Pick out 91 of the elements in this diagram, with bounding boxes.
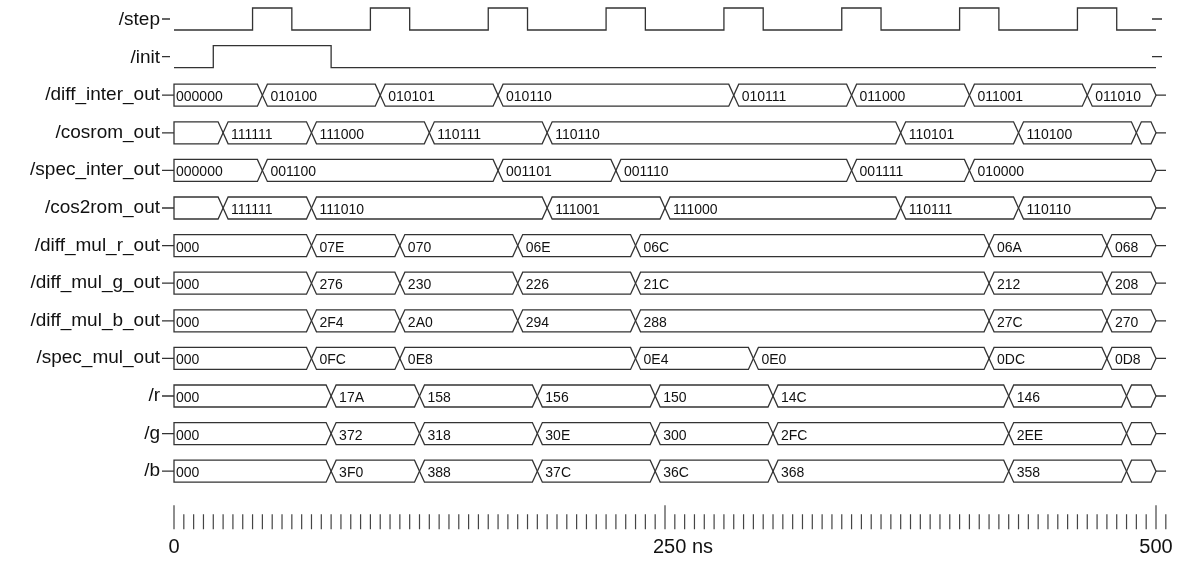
bus-value: 37C <box>545 464 571 481</box>
bus-value: 226 <box>525 276 550 293</box>
bus-value: 010110 <box>506 88 552 105</box>
bus-value: 001111 <box>859 163 904 180</box>
bus-value: 2F4 <box>319 313 344 330</box>
bus-value: 230 <box>407 276 432 293</box>
bus-value: 000000 <box>176 88 223 105</box>
bus-value: 156 <box>545 389 569 405</box>
bus-value: 000 <box>176 276 200 293</box>
bus-value: 150 <box>663 389 687 405</box>
bus-value: 06A <box>997 238 1022 255</box>
bus-value: 111000 <box>319 125 365 142</box>
bus-value: 001110 <box>623 163 669 180</box>
bus-value: 0E8 <box>407 351 433 368</box>
signal-name: /diff_inter_out <box>45 84 160 105</box>
bus-value: 388 <box>427 464 451 481</box>
bus-value: 0FC <box>319 351 346 368</box>
bus-value: 000 <box>176 426 200 443</box>
bus-value: 372 <box>339 426 363 443</box>
bus-value: 21C <box>643 276 670 293</box>
bus-value: 270 <box>1114 313 1139 330</box>
bus-value: 111010 <box>319 201 365 217</box>
signal-name: /diff_mul_b_out <box>30 309 160 330</box>
bus-value: 011010 <box>1095 88 1141 105</box>
bus-value: 001100 <box>270 163 317 180</box>
signal-name: /spec_mul_out <box>36 347 160 368</box>
bus-value: 30E <box>545 426 571 443</box>
bus-value: 111000 <box>673 201 718 217</box>
bus-value: 2EE <box>1016 426 1044 443</box>
bus-value: 0DC <box>997 351 1026 368</box>
tick-label: 500 <box>1139 535 1173 558</box>
bus-value: 000 <box>176 389 200 405</box>
bus-value: 070 <box>407 238 432 255</box>
bus-value: 111111 <box>231 201 273 217</box>
bus-value: 208 <box>1114 276 1139 293</box>
signal-name: /cosrom_out <box>55 121 160 142</box>
bus-value: 110110 <box>555 125 600 142</box>
bus-value: 358 <box>1016 464 1041 481</box>
bus-value: 000 <box>176 464 200 481</box>
bus-value: 000 <box>176 313 200 330</box>
bus-value: 2A0 <box>407 313 433 330</box>
bus-value: 300 <box>663 426 687 443</box>
bus-value: 06E <box>525 238 551 255</box>
bus-value: 0E0 <box>761 351 787 368</box>
bus-value: 294 <box>525 313 550 330</box>
tick-label: 250 ns <box>653 535 714 558</box>
bus-value: 111111 <box>231 125 273 142</box>
bus-value: 0E4 <box>643 351 669 368</box>
bus-value: 000 <box>176 351 200 368</box>
bus-value: 010101 <box>388 88 435 105</box>
signal-name: /r <box>148 385 160 405</box>
bus-value: 17A <box>339 389 365 405</box>
bus-value: 110100 <box>1026 125 1073 142</box>
bus-value: 27C <box>997 313 1023 330</box>
signal-name: /g <box>144 422 160 443</box>
signal-name: /b <box>144 460 160 481</box>
tick-label: 0 <box>168 535 180 558</box>
bus-value: 07E <box>319 238 345 255</box>
bus-value: 158 <box>427 389 451 405</box>
bus-value: 001101 <box>506 163 552 180</box>
bus-value: 06C <box>643 238 670 255</box>
bus-value: 0D8 <box>1114 351 1141 368</box>
bus-value: 010000 <box>977 163 1025 180</box>
bus-value: 110111 <box>908 201 953 217</box>
bus-value: 368 <box>781 464 805 481</box>
bus-value: 146 <box>1016 389 1041 405</box>
signal-name: /diff_mul_g_out <box>30 272 160 293</box>
bus-value: 318 <box>427 426 451 443</box>
bus-value: 14C <box>781 389 807 405</box>
bus-value: 010100 <box>270 88 318 105</box>
bus-value: 000000 <box>176 163 223 180</box>
signal-name: /spec_inter_out <box>30 159 160 180</box>
bus-value: 110111 <box>437 125 481 142</box>
bus-value: 110101 <box>908 125 955 142</box>
bus-value: 110110 <box>1026 201 1072 217</box>
signal-name: /init <box>130 46 160 67</box>
signal-name: /cos2rom_out <box>44 197 160 217</box>
signal-name: /step <box>118 9 160 29</box>
bus-value: 2FC <box>781 426 808 443</box>
bus-value: 011000 <box>859 88 906 105</box>
bus-value: 111001 <box>555 201 600 217</box>
bus-value: 068 <box>1114 238 1139 255</box>
bus-value: 36C <box>663 464 689 481</box>
bus-value: 3F0 <box>339 464 364 481</box>
bus-value: 010111 <box>741 88 787 105</box>
bus-value: 212 <box>997 276 1021 293</box>
signal-name: /diff_mul_r_out <box>34 234 160 255</box>
bus-value: 276 <box>319 276 343 293</box>
bus-value: 288 <box>643 313 667 330</box>
bus-value: 011001 <box>977 88 1024 105</box>
bus-value: 000 <box>176 238 200 255</box>
